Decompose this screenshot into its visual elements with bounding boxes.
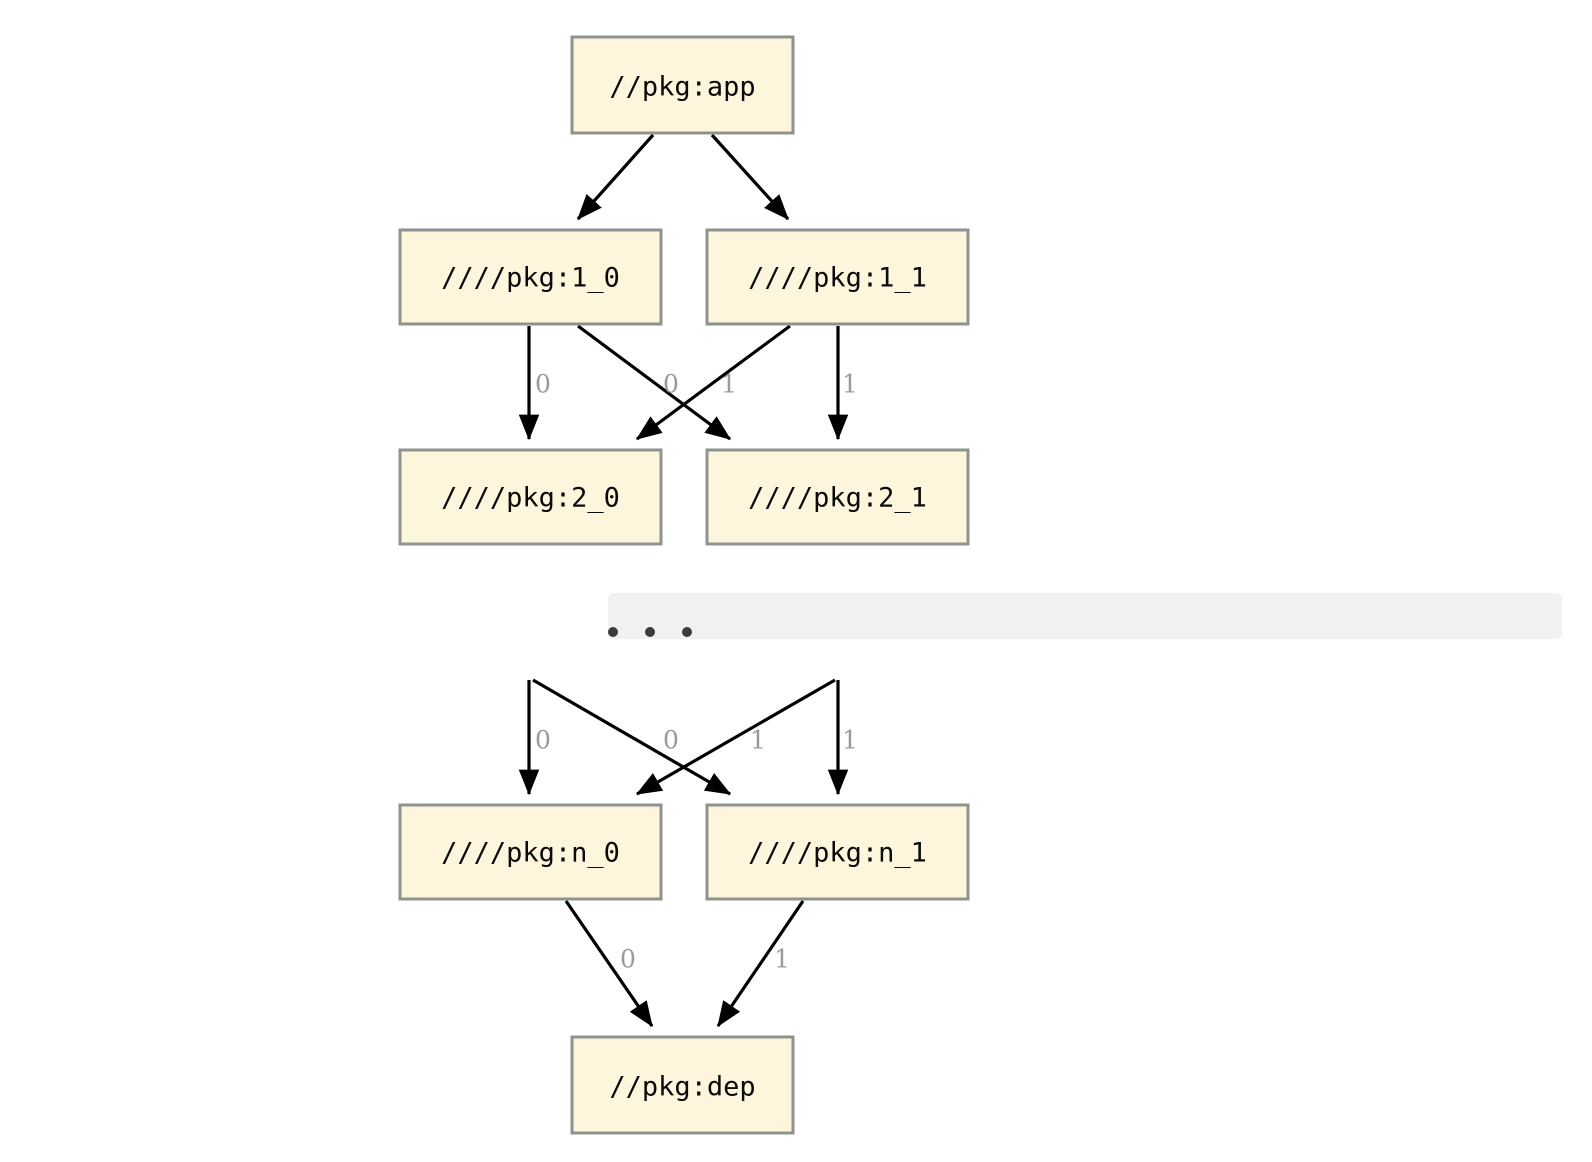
ellipsis-dot-2 (645, 627, 655, 637)
node-level1-1-label: ////pkg:1_1 (748, 263, 927, 294)
edge-label-n_1-to-dep: 1 (774, 945, 790, 974)
node-level2-0-label: ////pkg:2_0 (441, 483, 620, 514)
edge-1_1-to-2_0 (635, 324, 791, 441)
edge-group-leveln-to-dep (564, 900, 805, 1028)
ellipsis-band-group (608, 593, 1562, 639)
ellipsis-dot-1 (608, 627, 618, 637)
edge-label-group-ellipsis-leveln: 0 0 1 1 (535, 726, 858, 755)
node-level1-0[interactable]: ////pkg:1_0 (398, 228, 663, 326)
node-leveln-1-box[interactable] (705, 803, 970, 901)
node-level1-0-label: ////pkg:1_0 (441, 263, 620, 294)
edge-group-level1-to-level2 (518, 324, 849, 441)
node-dep[interactable]: //pkg:dep (570, 1035, 795, 1135)
node-level2-1-box[interactable] (705, 448, 970, 546)
edge-1_0-to-2_1 (577, 324, 732, 441)
node-level2-1[interactable]: ////pkg:2_1 (705, 448, 970, 546)
edge-label-group-leveln-dep: 0 1 (620, 945, 790, 974)
edge-group-ellipsis-to-leveln (518, 678, 849, 796)
edge-app-to-1_0 (576, 133, 655, 221)
edge-label-group-level1-level2: 0 0 1 1 (535, 370, 858, 399)
node-app-box[interactable] (570, 35, 795, 135)
node-app[interactable]: //pkg:app (570, 35, 795, 135)
node-level2-0-box[interactable] (398, 448, 663, 546)
edge-label-ellipsis-left-to-n_1: 1 (750, 726, 766, 755)
node-level1-1[interactable]: ////pkg:1_1 (705, 228, 970, 326)
edge-n_0-to-dep (564, 900, 654, 1028)
node-level1-0-box[interactable] (398, 228, 663, 326)
node-dep-label: //pkg:dep (609, 1072, 755, 1103)
edge-app-to-1_1 (710, 133, 790, 221)
ellipsis-band (608, 593, 1562, 639)
node-leveln-0-box[interactable] (398, 803, 663, 901)
edge-label-n_0-to-dep: 0 (620, 945, 636, 974)
node-dep-box[interactable] (570, 1035, 795, 1135)
edge-ellipsis-right-to-n_0 (635, 678, 836, 796)
node-leveln-1-label: ////pkg:n_1 (748, 838, 927, 869)
edge-ellipsis-left-to-n_1 (532, 678, 732, 796)
edge-label-1_1-to-2_0: 0 (663, 370, 679, 399)
edge-group-app-to-level1 (576, 133, 790, 221)
ellipsis-dot-3 (682, 627, 692, 637)
node-leveln-1[interactable]: ////pkg:n_1 (705, 803, 970, 901)
edge-label-1_0-to-2_0: 0 (535, 370, 551, 399)
node-leveln-0[interactable]: ////pkg:n_0 (398, 803, 663, 901)
edge-label-ellipsis-right-to-n_1: 1 (842, 726, 858, 755)
edge-n_1-to-dep (716, 900, 805, 1028)
node-level2-0[interactable]: ////pkg:2_0 (398, 448, 663, 546)
node-level2-1-label: ////pkg:2_1 (748, 483, 927, 514)
edge-label-ellipsis-right-to-n_0: 0 (663, 726, 679, 755)
node-app-label: //pkg:app (609, 72, 755, 103)
edge-label-ellipsis-left-to-n_0: 0 (535, 726, 551, 755)
edge-label-1_1-to-2_1: 1 (842, 370, 858, 399)
edge-label-1_0-to-2_1: 1 (721, 370, 737, 399)
node-leveln-0-label: ////pkg:n_0 (441, 838, 620, 869)
node-level1-1-box[interactable] (705, 228, 970, 326)
